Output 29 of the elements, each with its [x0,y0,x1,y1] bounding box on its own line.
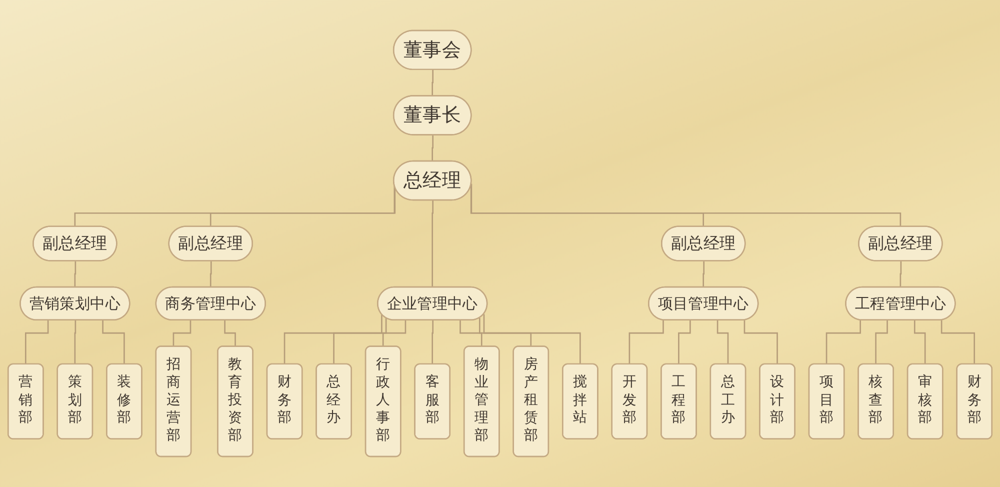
connector [914,320,926,366]
connector [74,261,76,288]
connector [224,320,236,348]
connector [25,320,49,366]
connector [210,261,212,288]
connector [432,320,434,366]
connector [382,320,406,348]
connector [478,318,532,348]
connector [333,318,387,366]
connector [74,320,76,366]
connector [744,320,778,366]
connector [678,320,691,366]
connector [102,320,126,366]
connector [900,261,902,288]
connector [826,320,861,366]
connector [940,320,976,366]
connector [875,320,888,366]
connector [702,261,705,288]
connector [460,320,483,348]
connector [470,186,704,228]
connector [470,184,902,228]
connector [432,70,434,97]
connector [284,314,382,366]
connector [432,135,434,162]
connector [432,200,434,288]
connector [716,320,730,366]
connector [483,314,582,366]
connector [628,320,664,366]
connector [172,320,192,348]
